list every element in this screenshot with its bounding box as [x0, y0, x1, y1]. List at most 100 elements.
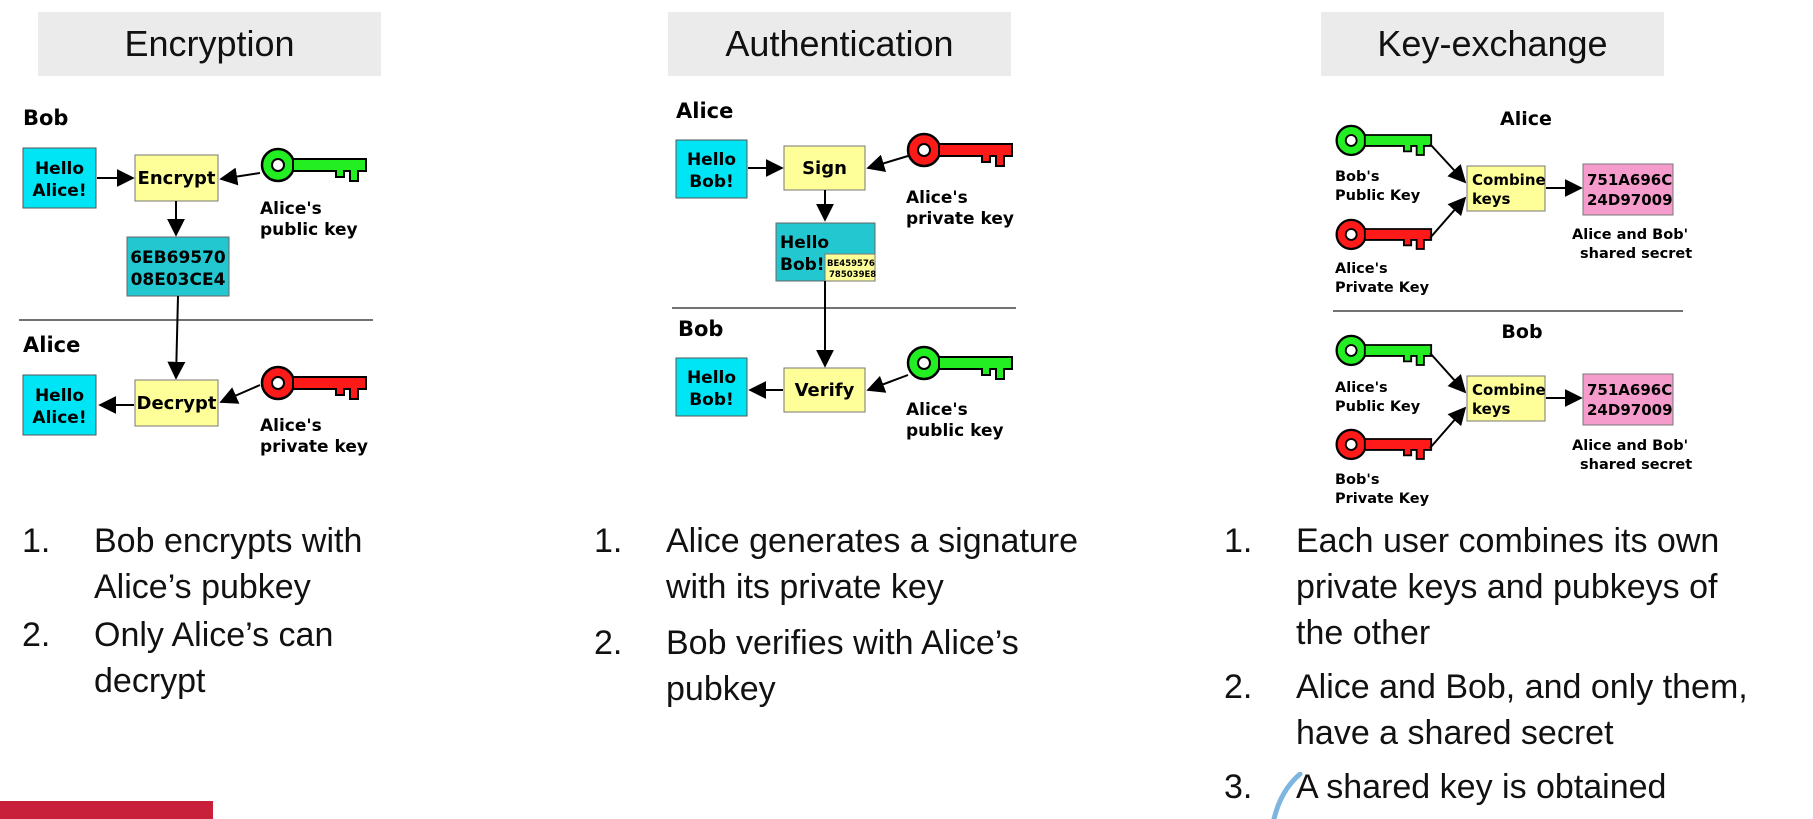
auth-key2-label2: public key	[906, 421, 1004, 441]
kx-bob-secret-box	[1582, 373, 1674, 426]
encryption-steps: 1. Bob encrypts with Alice’s pubkey 2. O…	[22, 518, 442, 706]
step-text-line: Bob verifies with Alice’s	[666, 624, 1019, 662]
ciphertext-line1: 6EB69570	[130, 248, 226, 268]
auth-key1-label1: Alice's	[906, 188, 968, 208]
auth-top-party: Alice	[676, 99, 733, 123]
kx-bob-secret-line1: 751A696C	[1587, 381, 1672, 399]
enc-key1-label2: public key	[260, 220, 358, 240]
verify-box	[783, 367, 866, 413]
step-number: 2.	[22, 616, 51, 654]
auth-verified-box	[675, 357, 748, 417]
step-text-line: Alice and Bob, and only them,	[1296, 668, 1748, 706]
enc-decrypted-box	[22, 374, 97, 436]
list-item: 2. Bob verifies with Alice’s pubkey	[594, 620, 1154, 712]
auth-message-line1: Hello	[687, 150, 736, 170]
encrypt-box	[134, 154, 219, 202]
encryption-diagram: Bob Hello Alice! Encrypt Alice's public …	[19, 106, 373, 457]
step-number: 2.	[594, 624, 623, 662]
kx-bob-combine-box	[1466, 375, 1546, 422]
kx-alice-secret-label1: Alice and Bob'	[1572, 227, 1688, 243]
auth-key2-label1: Alice's	[906, 400, 968, 420]
key-exchange-diagram: Alice Bob's Public Key Alice's Private K…	[1333, 108, 1692, 507]
step-number: 1.	[22, 522, 51, 560]
list-item: 1. Bob encrypts with Alice’s pubkey	[22, 518, 442, 610]
enc-top-party: Bob	[23, 106, 68, 130]
auth-key1-label2: private key	[906, 209, 1014, 229]
kx-bob-key2-label1: Bob's	[1335, 472, 1379, 488]
kx-bob-secret-label2: shared secret	[1580, 457, 1692, 473]
enc-key2-label1: Alice's	[260, 416, 322, 436]
green-key-icon	[908, 347, 1012, 379]
list-item: 1. Alice generates a signature with its …	[594, 518, 1154, 610]
step-text-line: Alice generates a signature	[666, 522, 1079, 560]
enc-decrypted-line2: Alice!	[32, 408, 86, 428]
step-text-line: Only Alice’s can	[94, 616, 334, 654]
list-item: 2. Alice and Bob, and only them, have a …	[1224, 664, 1813, 756]
signature-line1: BE459576	[827, 259, 875, 269]
red-key-icon	[908, 134, 1012, 166]
verify-label: Verify	[795, 380, 855, 401]
kx-bob-key2-label2: Private Key	[1335, 491, 1430, 507]
kx-alice-key2-label2: Private Key	[1335, 280, 1430, 296]
kx-alice-secret-label2: shared secret	[1580, 246, 1692, 262]
kx-alice-combine-line2: keys	[1472, 190, 1511, 208]
encryption-title: Encryption	[38, 12, 381, 76]
green-key-icon	[1337, 126, 1432, 155]
logo-strip	[0, 801, 213, 819]
signed-message-line2: Bob!	[780, 255, 825, 275]
enc-plaintext-line1: Hello	[35, 159, 84, 179]
signed-message-line1: Hello	[780, 233, 829, 253]
step-text-line: A shared key is obtained	[1296, 768, 1667, 806]
signature-box	[824, 253, 876, 282]
step-text-line: decrypt	[94, 662, 206, 700]
step-text-line: private keys and pubkeys of	[1296, 568, 1718, 606]
kx-alice-key1-label1: Bob's	[1335, 169, 1379, 185]
step-number: 3.	[1224, 768, 1253, 806]
kx-alice-secret-line1: 751A696C	[1587, 171, 1672, 189]
red-key-icon	[262, 367, 366, 399]
kx-alice-key1-label2: Public Key	[1335, 188, 1421, 204]
kx-bob-party: Bob	[1501, 321, 1542, 343]
enc-plaintext-box	[22, 147, 97, 209]
kx-bob-secret-line2: 24D97009	[1587, 401, 1673, 419]
kx-bob-key1-label1: Alice's	[1335, 380, 1388, 396]
enc-decrypted-line1: Hello	[35, 386, 84, 406]
enc-key1-label1: Alice's	[260, 199, 322, 219]
auth-verified-line1: Hello	[687, 368, 736, 388]
sign-box	[783, 145, 866, 191]
enc-key2-label2: private key	[260, 437, 368, 457]
pen-stroke-icon	[1271, 772, 1303, 819]
signature-line2: 785039E8	[829, 270, 876, 280]
decrypt-box	[134, 379, 219, 427]
auth-bottom-party: Bob	[678, 317, 723, 341]
ciphertext-line2: 08E03CE4	[131, 270, 226, 290]
kx-alice-party: Alice	[1500, 108, 1552, 130]
step-number: 1.	[1224, 522, 1253, 560]
authentication-steps: 1. Alice generates a signature with its …	[594, 518, 1154, 714]
key-exchange-title: Key-exchange	[1321, 12, 1664, 76]
step-number: 1.	[594, 522, 623, 560]
step-text-line: have a shared secret	[1296, 714, 1614, 752]
encrypt-label: Encrypt	[138, 168, 216, 189]
kx-alice-secret-line2: 24D97009	[1587, 191, 1673, 209]
list-item: 3. A shared key is obtained	[1224, 764, 1813, 810]
step-text-line: with its private key	[666, 568, 944, 606]
auth-verified-line2: Bob!	[689, 390, 734, 410]
kx-alice-combine-line1: Combine	[1472, 171, 1546, 189]
red-key-icon	[1337, 220, 1432, 249]
kx-alice-combine-box	[1466, 165, 1546, 212]
step-number: 2.	[1224, 668, 1253, 706]
kx-bob-combine-line2: keys	[1472, 400, 1511, 418]
green-key-icon	[1337, 336, 1432, 365]
auth-message-line2: Bob!	[689, 172, 734, 192]
kx-bob-combine-line1: Combine	[1472, 381, 1546, 399]
red-key-icon	[1337, 430, 1432, 459]
step-text-line: Alice’s pubkey	[94, 568, 311, 606]
auth-message-box	[675, 139, 748, 199]
kx-bob-key1-label2: Public Key	[1335, 399, 1421, 415]
sign-label: Sign	[802, 158, 847, 179]
green-key-icon	[262, 149, 366, 181]
step-text-line: pubkey	[666, 670, 776, 708]
decrypt-label: Decrypt	[137, 393, 217, 414]
kx-alice-key2-label1: Alice's	[1335, 261, 1388, 277]
